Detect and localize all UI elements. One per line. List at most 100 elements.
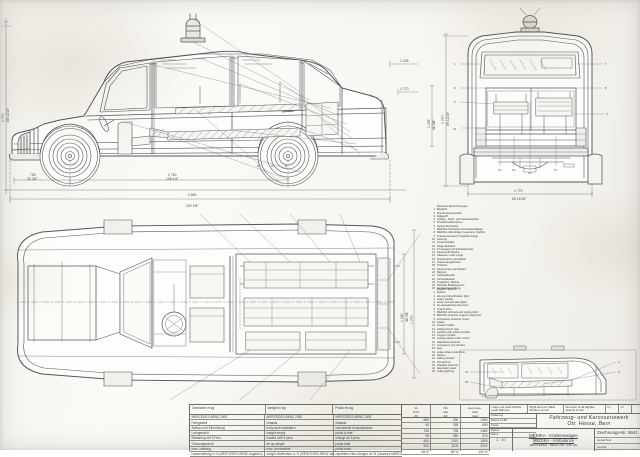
legend-item-label: Heizung [437,237,447,241]
roof-beacon-icon [180,13,206,43]
legend-item-label: air-operated two-tone horn [437,304,469,308]
weight-value-cell: 840 [402,439,431,445]
legend-item-label: step [437,347,443,351]
revision-field: Visum [490,423,536,429]
legend-item-number: 2 [433,211,436,215]
legend-item-label: Rundumkennleuchte [437,211,462,215]
legend-item-number: 21 [432,274,435,278]
drawing-subject: MEDIKA - Krankenwagen MEDIKA - Ambulance… [513,429,595,451]
legend-item-number: 18 [432,264,435,268]
subject-line2: MEDIKA - Ambulance [532,438,575,443]
legend-item-label: Sauerstoff-Flasche [437,251,460,255]
legend-item-label: Blaulicht [437,208,448,212]
weight-table-row-label: Lastverteilung in % (MERCEDES-BENZ Angab… [190,452,265,457]
weight-value-cell: 900 [402,444,431,450]
revision-field: Name [490,433,536,438]
legend-item-label: spare wheel under floor [437,350,466,354]
legend-item-label: partition with sliding window [437,330,471,334]
weight-value-cell: 1015 [431,439,460,445]
dim-rear-width-inch: 69 11/16" [512,197,527,201]
legend-item-label: Rückenlehne verstellbar [437,257,466,261]
driver-seat [117,121,151,155]
legend-item-label: Krankentransport-Tragbahrenliege [437,234,478,238]
legend-item-number: 20 [432,270,435,274]
dim-overall-length-inch: 192 1/8" [186,204,199,208]
legend-item-number: 23 [432,363,435,367]
legend-item-number: 9 [433,234,436,238]
legend-item-label: Stauraum unter Liege [437,254,463,258]
legend-item-label: MEDIKA stretcher support, head end [437,314,481,318]
legend-item-number: 17 [432,261,435,265]
svg-text:13: 13 [465,370,469,374]
legend-item-label: emergency exit window [437,344,465,348]
dim-overall-height: 1 770 [1,113,5,122]
manufacturer-line1: Fahrzeug- und Karosseriewerk [549,415,629,421]
weight-value-cell: 735 [431,429,460,434]
legend-item-label: wheeled stretcher [437,363,459,367]
side-bench-plan [245,331,367,351]
legend-item-number: 12 [432,244,435,248]
legend-item-number: 2 [433,294,436,298]
legend-item-label: Druckluft-Martinshorn [437,221,463,225]
stretcher-second-plan [243,297,369,327]
svg-text:11: 11 [554,168,557,172]
legend-item-number: 23 [432,280,435,284]
weight-model-en: MERCEDES-BENZ 230E [265,415,334,421]
dim-overall-height-inch: 69 11/16" [6,107,10,122]
legend-item-label: Notausstiegsfenster [437,261,461,265]
legend-item-number: 19 [432,350,435,354]
dim-wheelbase: 2 750 [168,173,177,177]
legend-item-label: battery [437,353,446,357]
legend-item-label: Reserverad unter Boden [437,267,467,271]
rear-interior-stretcher [493,91,573,135]
tail-lights [475,127,587,147]
svg-text:7: 7 [605,62,607,66]
dim-rear-height-inch: 69 11/16" [446,111,450,126]
dim-overall-length: 4 880 [188,193,197,197]
legend-item-number: 20 [432,353,435,357]
legend-item-number: 4 [433,218,436,222]
legend-item-number: 25 [432,287,435,291]
legend-item-label: folding bench seat [437,327,459,331]
svg-text:9: 9 [618,370,620,374]
side-view-drawing: 1 770 69 11/16" 780 30 3/4" 2 750 108 1/… [1,13,419,208]
legend-item-label: Haltegriff [437,214,448,218]
weight-value-cell: 400 [460,423,489,429]
legend-item-label: Sitzplatz Begleitperson [437,284,465,288]
revision-field: Datum [490,428,536,434]
legend-item-number: 24 [432,284,435,288]
svg-text:4: 4 [618,360,620,364]
legend-item-number: 4 [433,301,436,305]
svg-text:6: 6 [454,86,456,90]
weight-value-cell: 55 % [431,450,460,455]
legend-item-label: Verbandkasten [437,277,455,281]
weight-table-row-label: chassis [265,420,334,426]
legend-item-label: MEDIKA-Schränke und Deckenablage [437,228,483,232]
